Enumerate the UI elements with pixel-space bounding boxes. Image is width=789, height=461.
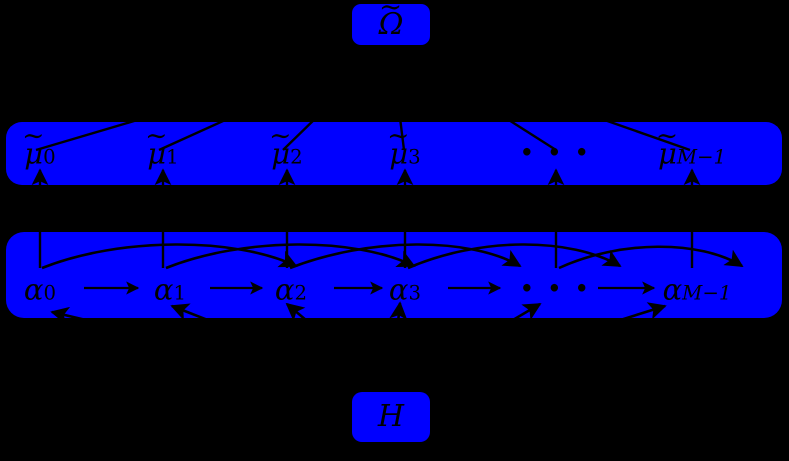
mu-1-base: μ <box>147 136 167 171</box>
alpha-1-subscript: 1 <box>173 281 187 305</box>
alpha-to-mu-arrows <box>31 168 701 185</box>
alpha-M-1-base: α <box>662 272 683 307</box>
alpha-skip-arcs <box>41 243 744 270</box>
mu-plate-box <box>6 122 782 185</box>
alpha-1: α1 <box>153 272 187 307</box>
mu-2-accent: ∼ <box>269 120 292 152</box>
mu-0-accent: ∼ <box>22 120 45 152</box>
alpha-0-base: α <box>23 272 44 307</box>
h-node-box <box>352 392 430 442</box>
alpha-1-base: α <box>153 272 174 307</box>
mu-1-accent: ∼ <box>145 120 168 152</box>
omega-to-mu-fan <box>35 122 691 152</box>
h-label: H <box>377 399 405 434</box>
alpha-3-subscript: 3 <box>408 281 422 305</box>
omega-base: Ω <box>378 6 404 42</box>
alpha-2-base: α <box>274 272 295 307</box>
alpha-2: α2 <box>274 272 308 307</box>
mu-3-base: μ <box>389 136 409 171</box>
mu-1-subscript: 1 <box>166 145 179 169</box>
omega-tilde-label: ∼ Ω <box>352 0 430 45</box>
mu-3-subscript: 3 <box>408 145 421 169</box>
alpha-M-1: αM−1 <box>662 272 732 307</box>
alpha-2-subscript: 2 <box>294 281 308 305</box>
omega-node-box <box>352 4 430 45</box>
h-to-alpha-fan <box>50 301 667 318</box>
alpha-3-base: α <box>388 272 409 307</box>
mu-M-1: ∼μM−1 <box>656 123 727 171</box>
mu-2: ∼μ2 <box>269 123 303 171</box>
mu-0: ∼μ0 <box>22 123 56 171</box>
mu-3: ∼μ3 <box>387 123 421 171</box>
mu-0-base: μ <box>24 136 44 171</box>
mu-2-subscript: 2 <box>290 145 303 169</box>
mu-M-1-base: μ <box>657 136 677 171</box>
alpha-0: α0 <box>23 272 57 307</box>
alpha-M-1-subscript: M−1 <box>682 281 732 305</box>
mu-2-base: μ <box>271 136 291 171</box>
mu-ellipsis: • • • <box>520 139 592 165</box>
alpha-3: α3 <box>388 272 422 307</box>
omega-tilde-accent: ∼ <box>378 0 403 23</box>
alpha-ellipsis: • • • <box>520 275 592 301</box>
mu-0-subscript: 0 <box>43 145 56 169</box>
mu-3-accent: ∼ <box>387 120 410 152</box>
alpha-0-subscript: 0 <box>43 281 57 305</box>
mu-1: ∼μ1 <box>145 123 179 171</box>
mu-M-1-accent: ∼ <box>655 120 679 152</box>
mu-M-1-subscript: M−1 <box>676 145 727 169</box>
